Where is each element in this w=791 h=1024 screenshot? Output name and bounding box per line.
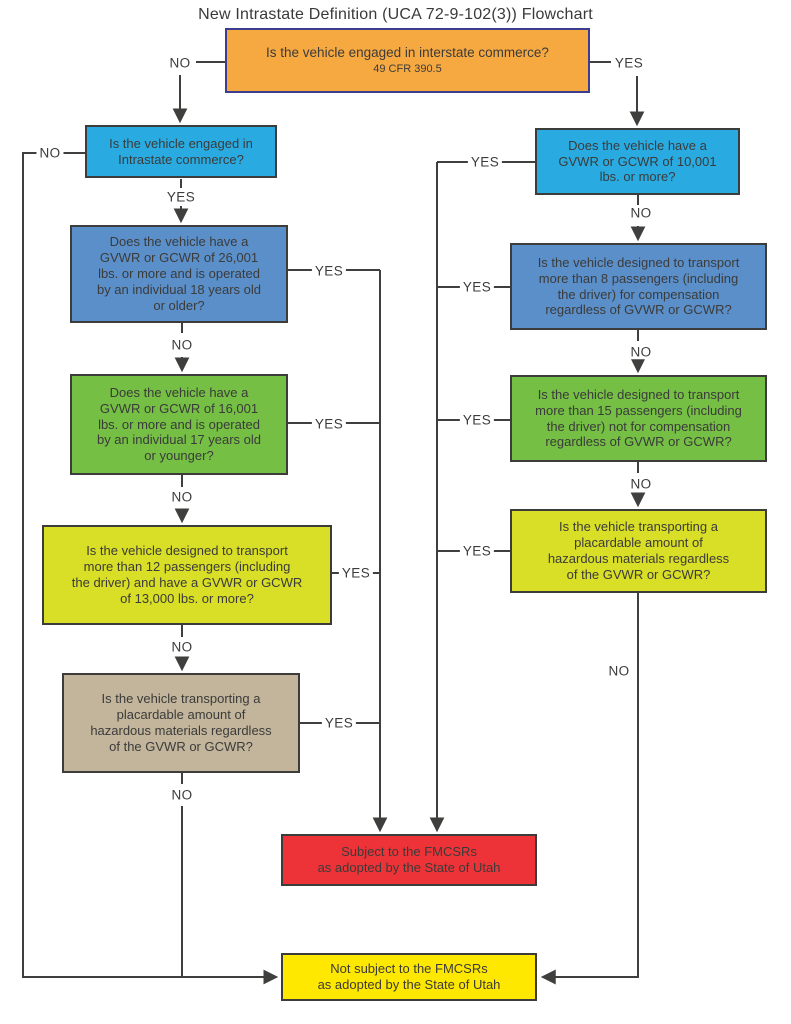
- node-intrastate-commerce: Is the vehicle engaged in Intrastate com…: [85, 125, 277, 178]
- edge-label-no-hazmat-right: NO: [605, 664, 633, 678]
- edge-label-no-12pass: NO: [168, 640, 196, 654]
- edge-label-no-10001: NO: [627, 206, 655, 220]
- node-subject-fmcsr: Subject to the FMCSRs as adopted by the …: [281, 834, 537, 886]
- edge-label-yes-hazmat-right: YES: [459, 544, 495, 558]
- node-result: Not subject to the FMCSRs as adopted by …: [317, 961, 501, 992]
- edge-label-yes-interstate: YES: [611, 56, 647, 70]
- node-gvwr-10001: Does the vehicle have a GVWR or GCWR of …: [535, 128, 740, 195]
- edge-label-yes-8pass: YES: [459, 280, 495, 294]
- edge-label-yes-intrastate: YES: [163, 190, 199, 204]
- node-question: Is the vehicle transporting a placardabl…: [547, 519, 730, 582]
- edge-label-no-8pass: NO: [627, 345, 655, 359]
- node-question: Does the vehicle have a GVWR or GCWR of …: [558, 137, 717, 185]
- node-question: Is the vehicle engaged in Intrastate com…: [109, 135, 253, 167]
- node-question: Is the vehicle designed to transport mor…: [71, 543, 303, 606]
- node-interstate-commerce: Is the vehicle engaged in interstate com…: [225, 28, 590, 93]
- node-hazmat-left: Is the vehicle transporting a placardabl…: [62, 673, 300, 773]
- node-gvwr-16001: Does the vehicle have a GVWR or GCWR of …: [70, 374, 288, 475]
- edge-label-no-interstate: NO: [166, 56, 194, 70]
- node-question: Is the vehicle designed to transport mor…: [535, 386, 742, 450]
- node-question: Does the vehicle have a GVWR or GCWR of …: [96, 384, 262, 464]
- page-title: New Intrastate Definition (UCA 72-9-102(…: [198, 6, 593, 23]
- edge-label-no-16001: NO: [168, 490, 196, 504]
- edge-label-yes-16001: YES: [311, 417, 347, 431]
- edge-label-yes-15pass: YES: [459, 413, 495, 427]
- node-citation: 49 CFR 390.5: [373, 63, 442, 76]
- node-question: Does the vehicle have a GVWR or GCWR of …: [96, 234, 262, 313]
- edge-label-no-hazmat-left: NO: [168, 788, 196, 802]
- node-gvwr-26001: Does the vehicle have a GVWR or GCWR of …: [70, 225, 288, 323]
- edge-label-yes-10001: YES: [467, 155, 503, 169]
- edge-label-no-15pass: NO: [627, 477, 655, 491]
- node-not-subject-fmcsr: Not subject to the FMCSRs as adopted by …: [281, 953, 537, 1001]
- node-hazmat-right: Is the vehicle transporting a placardabl…: [510, 509, 767, 593]
- node-question: Is the vehicle transporting a placardabl…: [90, 691, 272, 754]
- node-result: Subject to the FMCSRs as adopted by the …: [317, 844, 501, 875]
- node-12-passengers: Is the vehicle designed to transport mor…: [42, 525, 332, 625]
- edge-label-yes-hazmat-left: YES: [321, 716, 357, 730]
- node-question: Is the vehicle designed to transport mor…: [537, 254, 740, 318]
- edge-label-no-26001: NO: [168, 338, 196, 352]
- edge-label-yes-12pass: YES: [338, 566, 374, 580]
- node-15-passengers: Is the vehicle designed to transport mor…: [510, 375, 767, 462]
- edge-label-yes-26001: YES: [311, 264, 347, 278]
- edge-label-no-intrastate: NO: [36, 146, 64, 160]
- node-8-passengers: Is the vehicle designed to transport mor…: [510, 243, 767, 330]
- node-question: Is the vehicle engaged in interstate com…: [266, 44, 549, 60]
